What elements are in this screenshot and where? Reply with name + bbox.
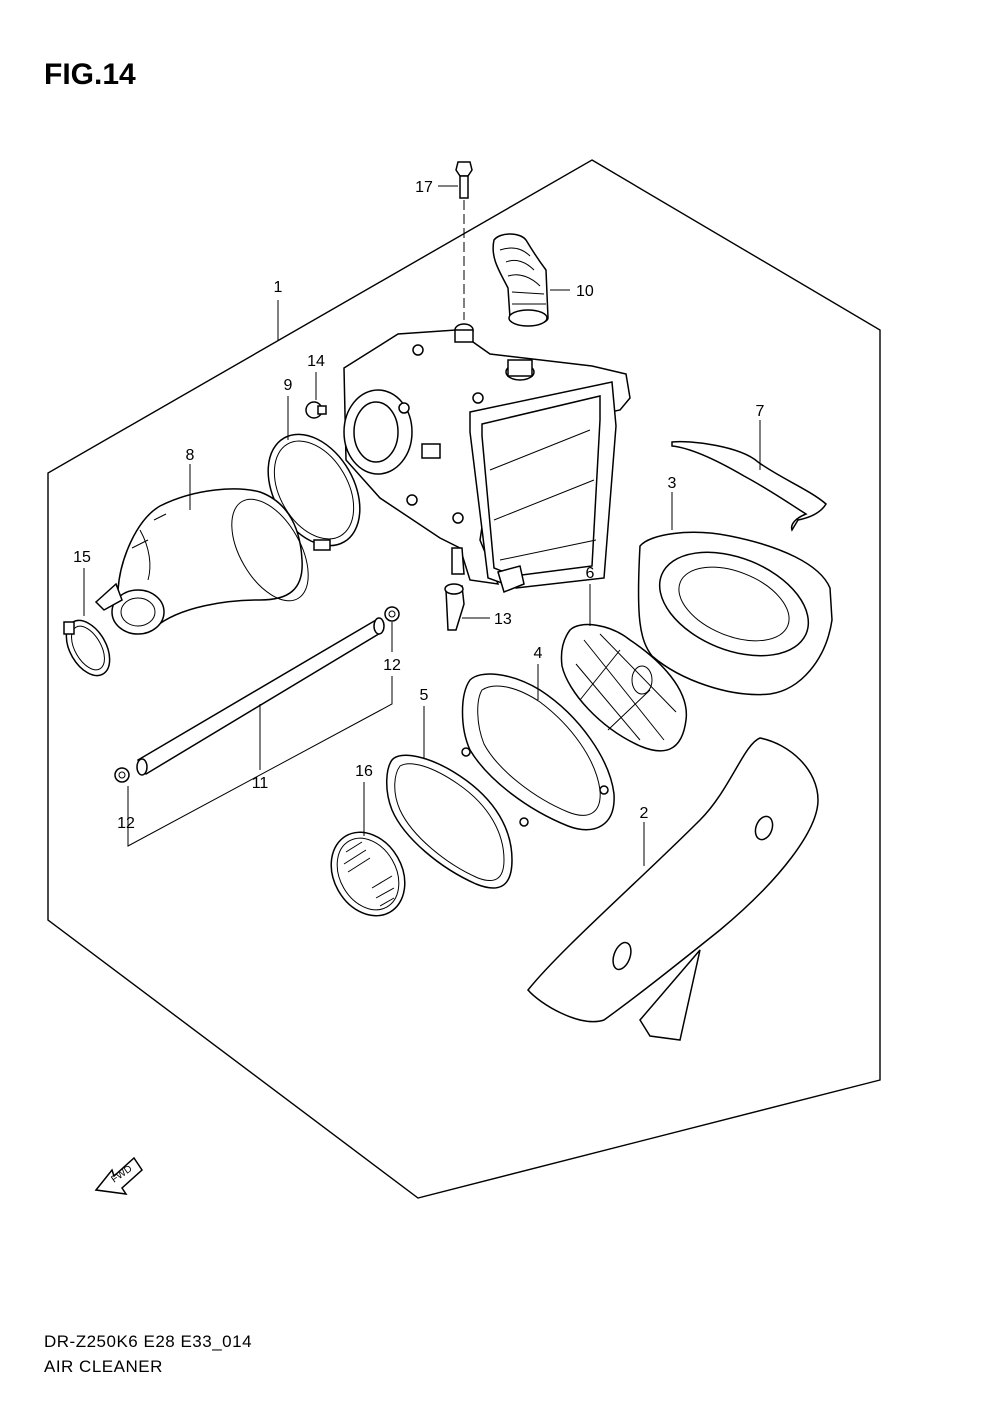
callout-8: 8 [186,447,195,464]
callout-17: 17 [415,179,433,196]
callout-11: 11 [252,775,269,792]
part-17-bolt [455,161,473,320]
part-15-clamp [63,619,111,677]
callout-14: 14 [307,353,325,370]
callout-16: 16 [355,763,373,780]
fwd-direction-arrow: FWD [94,1156,143,1195]
part-4-frame [461,673,615,831]
leader-lines [83,185,761,866]
part-16-screen [330,831,406,917]
part-8-intake-boot [94,488,309,635]
callout-7: 7 [756,403,765,420]
callout-1: 1 [274,279,283,296]
assembly-boundary [47,159,881,1199]
callout-4: 4 [534,645,543,662]
callout-2: 2 [640,805,649,822]
section-name: AIR CLEANER [44,1357,163,1376]
part-7-seal-strip [671,440,827,532]
callout-10: 10 [576,283,594,300]
part-12-clip-lower [114,767,130,783]
part-14-screw [305,401,327,419]
part-10-breather-hose [492,233,549,327]
part-12-clip-upper [384,606,400,622]
callout-12-lower: 12 [117,815,135,832]
model-code: DR-Z250K6 E28 E33_014 [44,1332,253,1351]
callout-13: 13 [494,611,512,628]
callout-labels: 1 2 3 4 5 6 7 8 9 10 11 12 12 13 14 15 1… [73,179,764,832]
part-1-air-cleaner-box [343,323,631,594]
part-6-filter-holder [560,623,688,752]
part-11-pipe [136,617,385,776]
part-13-drain-plug [444,583,465,631]
callout-15: 15 [73,549,91,566]
callout-3: 3 [668,475,677,492]
callout-6: 6 [586,565,595,582]
part-3-filter-element [637,531,833,696]
part-2-cover [527,737,819,1041]
callout-5: 5 [420,687,429,704]
figure-title: FIG.14 [44,58,136,91]
part-5-gasket [386,754,513,889]
callout-12-upper: 12 [383,657,401,674]
callout-9: 9 [284,377,293,394]
